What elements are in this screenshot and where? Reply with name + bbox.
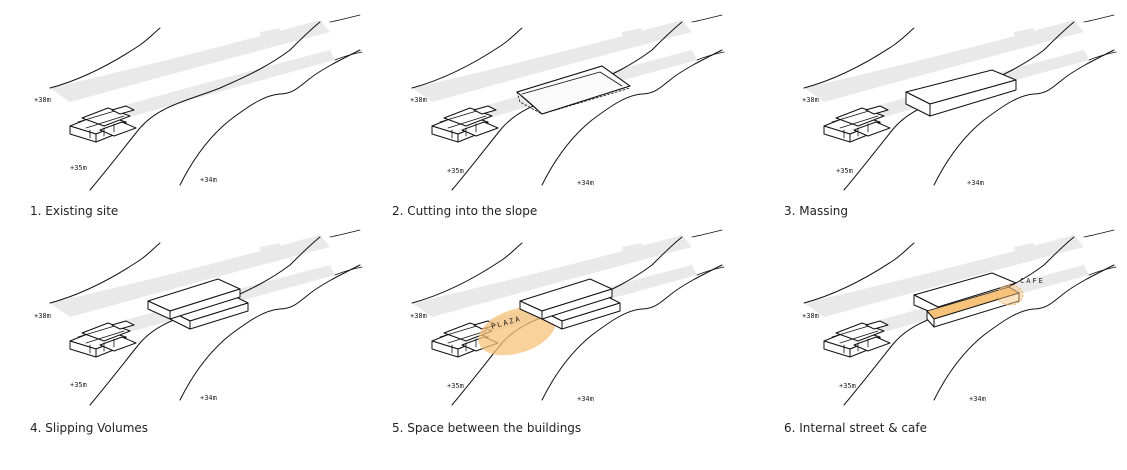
excavation-cut bbox=[516, 65, 631, 115]
elevation-label-38: +38m bbox=[802, 96, 819, 104]
site-sketch-4: +38m +35m +34m bbox=[34, 229, 363, 406]
site-sketch-1: +38m +35m +34m bbox=[34, 14, 363, 191]
elevation-label-35: +35m bbox=[70, 164, 87, 172]
site-sketch-6: CAFE +38m +35m +34m bbox=[802, 229, 1117, 406]
elevation-label-35: +35m bbox=[839, 382, 856, 390]
site-sketch-3: +38m +35m +34m bbox=[802, 14, 1117, 191]
elevation-label-34: +34m bbox=[969, 395, 986, 403]
elevation-label-34: +34m bbox=[577, 395, 594, 403]
elevation-label-34: +34m bbox=[200, 176, 217, 184]
elevation-label-34: +34m bbox=[200, 394, 217, 402]
diagram-panel-5: PLAZA +38m +35m +34m 5. Space between th… bbox=[392, 225, 752, 440]
elevation-label-34: +34m bbox=[967, 179, 984, 187]
elevation-label-38: +38m bbox=[34, 312, 51, 320]
elevation-label-38: +38m bbox=[410, 312, 427, 320]
diagram-panel-2: +38m +35m +34m 2. Cutting into the slope bbox=[392, 10, 752, 225]
elevation-label-35: +35m bbox=[447, 382, 464, 390]
internal-street: CAFE bbox=[913, 272, 1045, 328]
elevation-label-38: +38m bbox=[802, 312, 819, 320]
diagram-panel-1: +38m +35m +34m 1. Existing site bbox=[30, 10, 390, 225]
elevation-label-38: +38m bbox=[34, 96, 51, 104]
panel-caption: 6. Internal street & cafe bbox=[784, 421, 927, 435]
elevation-label-35: +35m bbox=[70, 381, 87, 389]
panel-caption: 3. Massing bbox=[784, 204, 849, 218]
slipping-volumes bbox=[147, 278, 249, 330]
diagram-panel-6: CAFE +38m +35m +34m 6. Internal street &… bbox=[784, 225, 1127, 440]
diagram-panel-4: +38m +35m +34m 4. Slipping Volumes bbox=[30, 225, 390, 440]
site-sketch-5: PLAZA +38m +35m +34m bbox=[410, 229, 725, 406]
elevation-label-35: +35m bbox=[836, 167, 853, 175]
panel-caption: 4. Slipping Volumes bbox=[30, 421, 149, 435]
diagram-panel-3: +38m +35m +34m 3. Massing bbox=[784, 10, 1127, 225]
cafe-label: CAFE bbox=[1020, 277, 1045, 285]
site-sketch-2: +38m +35m +34m bbox=[410, 14, 725, 191]
elevation-label-38: +38m bbox=[410, 96, 427, 104]
slipping-volumes bbox=[519, 278, 621, 330]
elevation-label-34: +34m bbox=[577, 179, 594, 187]
plaza-highlight: PLAZA bbox=[478, 306, 556, 356]
panel-caption: 1. Existing site bbox=[30, 204, 119, 218]
plaza-zone bbox=[478, 306, 556, 356]
cafe-zone bbox=[996, 284, 1024, 306]
panel-caption: 2. Cutting into the slope bbox=[392, 204, 538, 218]
panel-caption: 5. Space between the buildings bbox=[392, 421, 582, 435]
elevation-label-35: +35m bbox=[447, 167, 464, 175]
massing-volume bbox=[905, 69, 1017, 117]
